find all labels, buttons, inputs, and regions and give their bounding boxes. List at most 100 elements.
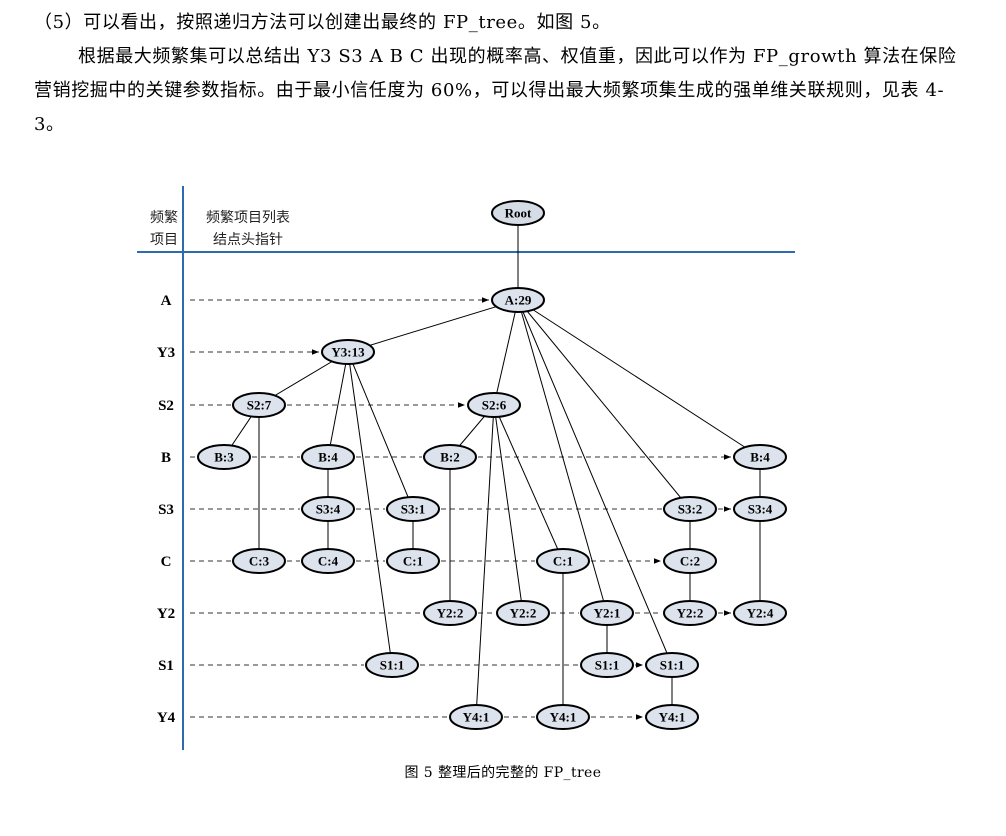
- node-label: C:1: [553, 554, 573, 569]
- edge-a29-s32: [517, 299, 691, 510]
- node-label: C:3: [249, 554, 270, 569]
- row-label-s3: S3: [158, 502, 174, 518]
- header-link-chains: [190, 297, 731, 720]
- row-label-s1: S1: [158, 658, 174, 674]
- node-ellipse: [491, 200, 545, 226]
- body-paragraph: 根据最大频繁集可以总结出 Y3 S3 A B C 出现的概率高、权值重，因此可以…: [34, 46, 957, 135]
- node-y41a: Y4:1: [449, 704, 503, 730]
- row-label-b: B: [161, 450, 171, 466]
- node-s11c: S1:1: [645, 652, 699, 678]
- node-label: Y3:13: [331, 345, 365, 360]
- header-col1-line2: 项目: [150, 232, 178, 248]
- node-ellipse: [663, 600, 717, 626]
- node-ellipse: [449, 704, 503, 730]
- node-ellipse: [301, 444, 355, 470]
- node-label: Y2:1: [594, 606, 621, 621]
- node-label: Y2:2: [510, 606, 537, 621]
- node-ellipse: [733, 496, 787, 522]
- node-label: Y4:1: [463, 710, 490, 725]
- node-ellipse: [491, 287, 545, 313]
- node-c3: C:3: [232, 548, 286, 574]
- node-ellipse: [321, 339, 375, 365]
- node-c2: C:2: [663, 548, 717, 574]
- node-s31: S3:1: [386, 496, 440, 522]
- node-ellipse: [580, 600, 634, 626]
- node-s11b: S1:1: [580, 652, 634, 678]
- node-ellipse: [536, 704, 590, 730]
- node-s34a: S3:4: [301, 496, 355, 522]
- node-label: C:2: [680, 554, 700, 569]
- node-label: C:4: [318, 554, 339, 569]
- node-y24: Y2:4: [733, 600, 787, 626]
- node-label: Y4:1: [659, 710, 686, 725]
- row-label-s2: S2: [158, 398, 174, 414]
- row-label-c: C: [161, 554, 172, 570]
- node-s32: S3:2: [663, 496, 717, 522]
- node-c1a: C:1: [386, 548, 440, 574]
- edge-a29-y313: [347, 299, 519, 353]
- node-ellipse: [733, 600, 787, 626]
- row-label-a: A: [161, 293, 172, 309]
- edge-a29-b4b: [517, 299, 761, 458]
- node-ellipse: [645, 652, 699, 678]
- node-ellipse: [301, 548, 355, 574]
- node-label: S2:6: [482, 398, 507, 413]
- node-ellipse: [580, 652, 634, 678]
- node-b2: B:2: [423, 444, 477, 470]
- node-c4: C:4: [301, 548, 355, 574]
- edge-a29-s26: [493, 299, 519, 406]
- node-ellipse: [645, 704, 699, 730]
- node-label: Y2:4: [747, 606, 774, 621]
- edge-y313-s11a: [347, 351, 393, 666]
- node-b3: B:3: [197, 444, 251, 470]
- node-y22a: Y2:2: [423, 600, 477, 626]
- node-a29: A:29: [491, 287, 545, 313]
- node-ellipse: [386, 548, 440, 574]
- node-ellipse: [663, 548, 717, 574]
- node-ellipse: [496, 600, 550, 626]
- edge-y313-s31: [347, 351, 414, 510]
- header-col2-line2: 结点头指针: [213, 232, 283, 248]
- node-label: C:1: [403, 554, 423, 569]
- node-label: S2:7: [247, 398, 272, 413]
- edge-y313-b4a: [327, 351, 349, 458]
- node-ellipse: [423, 600, 477, 626]
- node-label: Y4:1: [550, 710, 577, 725]
- header-col1-line1: 频繁: [150, 210, 178, 226]
- row-label-y2: Y2: [157, 606, 175, 622]
- intro-paragraph: （5）可以看出，按照递归方法可以创建出最终的 FP_tree。如图 5。: [34, 12, 611, 33]
- row-label-y3: Y3: [157, 345, 175, 361]
- node-label: S3:2: [678, 502, 703, 517]
- edge-a29-y21: [517, 299, 608, 614]
- node-label: S1:1: [595, 658, 620, 673]
- row-label-y4: Y4: [157, 710, 176, 726]
- node-label: Y2:2: [437, 606, 464, 621]
- header-col2-line1: 频繁项目列表: [206, 210, 290, 226]
- node-label: S1:1: [380, 658, 405, 673]
- node-label: S3:4: [748, 502, 773, 517]
- node-y22b: Y2:2: [496, 600, 550, 626]
- node-s27: S2:7: [232, 392, 286, 418]
- node-label: B:3: [214, 450, 234, 465]
- node-b4b: B:4: [733, 444, 787, 470]
- figure-caption: 图 5 整理后的完整的 FP_tree: [404, 765, 602, 781]
- node-s11a: S1:1: [365, 652, 419, 678]
- node-y313: Y3:13: [321, 339, 375, 365]
- node-label: Root: [505, 206, 532, 221]
- node-y21: Y2:1: [580, 600, 634, 626]
- node-label: Y2:2: [677, 606, 704, 621]
- edge-s26-y41a: [475, 404, 495, 718]
- node-ellipse: [536, 548, 590, 574]
- tree-edges: [223, 213, 761, 718]
- node-label: S1:1: [660, 658, 685, 673]
- node-label: B:4: [750, 450, 770, 465]
- node-label: A:29: [505, 293, 532, 308]
- node-label: B:4: [318, 450, 338, 465]
- node-y41b: Y4:1: [536, 704, 590, 730]
- node-s34b: S3:4: [733, 496, 787, 522]
- node-ellipse: [733, 444, 787, 470]
- node-ellipse: [663, 496, 717, 522]
- node-ellipse: [232, 548, 286, 574]
- node-ellipse: [365, 652, 419, 678]
